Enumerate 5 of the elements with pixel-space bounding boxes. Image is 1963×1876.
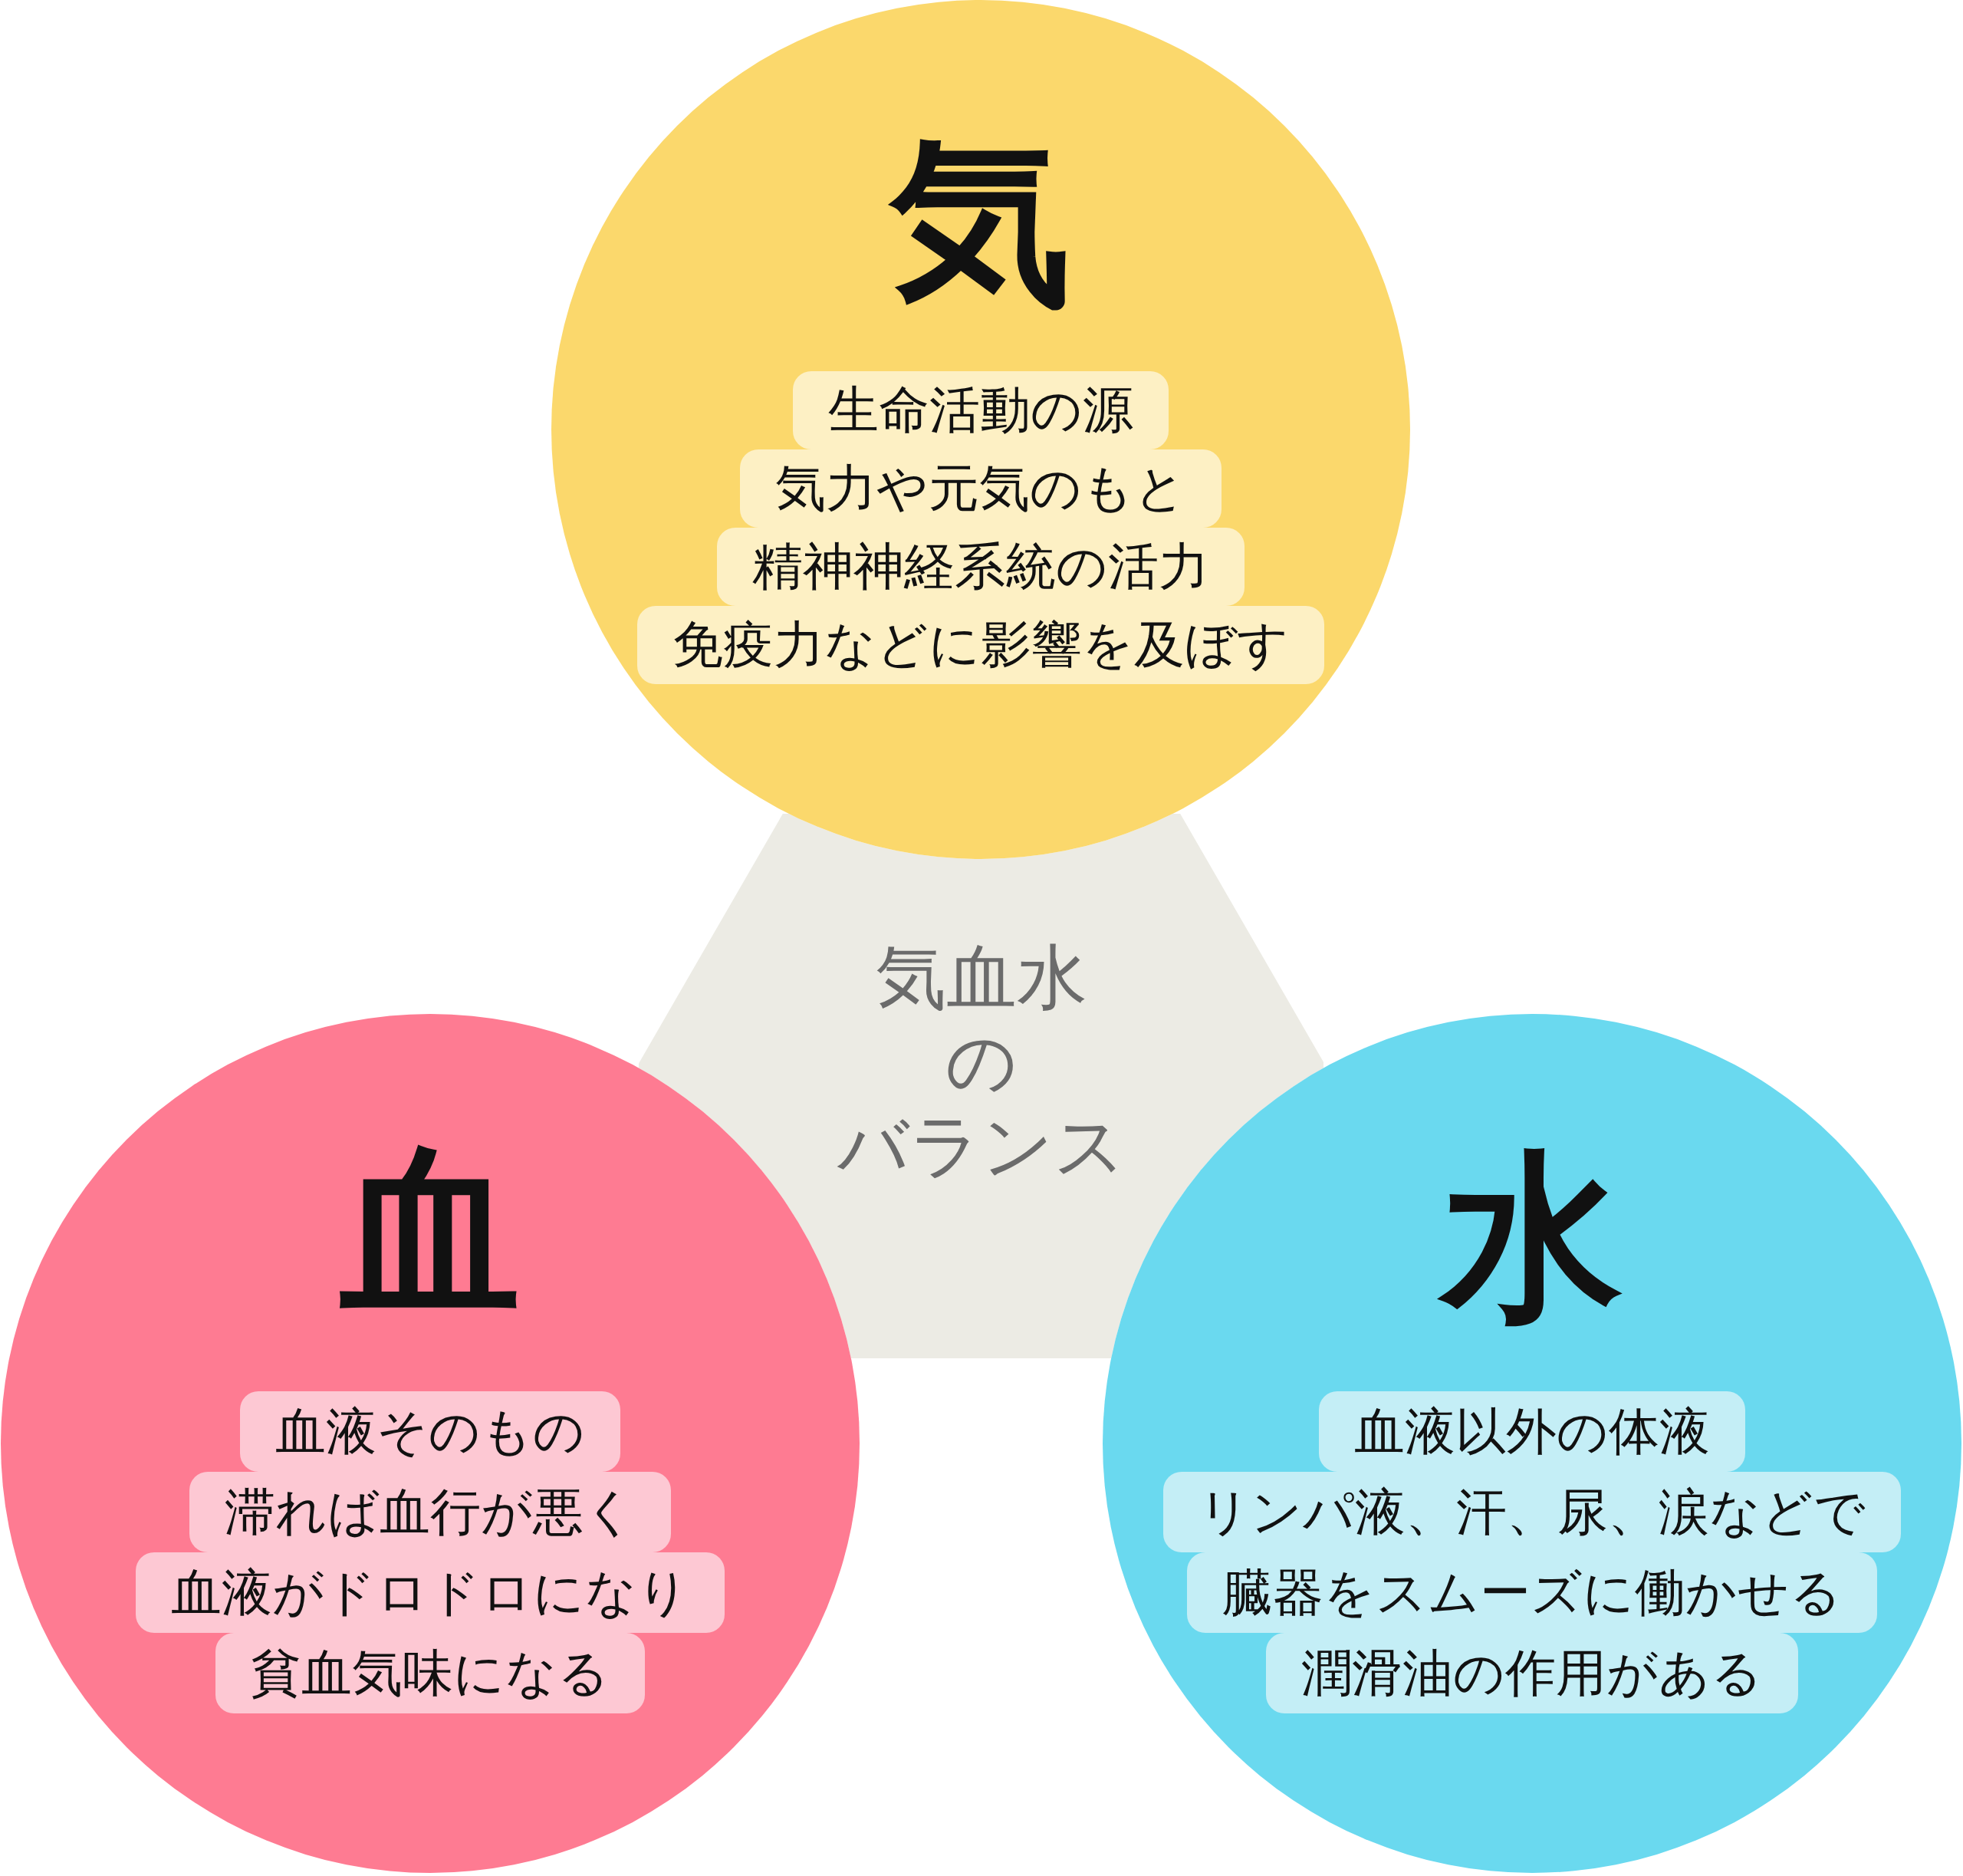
- category-heading: 血: [339, 1125, 521, 1338]
- category-heading: 水: [1427, 1121, 1637, 1356]
- balance-label: 気血水のバランス: [837, 936, 1126, 1189]
- category-heading: 気: [876, 104, 1086, 340]
- balance-triangle: [639, 814, 1323, 1358]
